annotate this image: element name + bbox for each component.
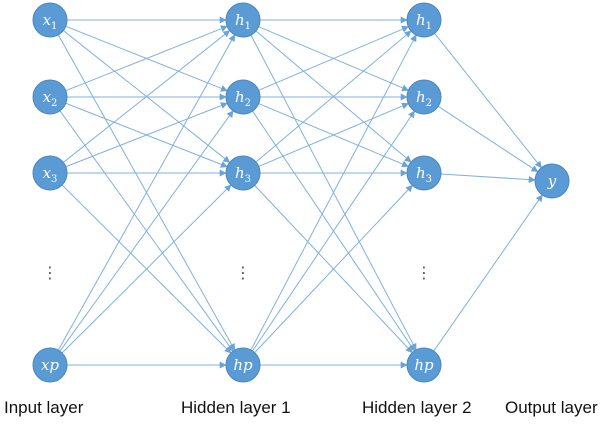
neuron-node: h3 — [225, 155, 261, 191]
neuron-label: h2 — [416, 88, 432, 109]
neuron-label-base: hp — [233, 356, 253, 374]
neuron-node: h3 — [406, 155, 442, 191]
neuron-label-subscript: 3 — [245, 174, 251, 185]
connection-edge — [63, 30, 231, 163]
connection-edge — [258, 102, 409, 167]
neuron-circle — [406, 347, 442, 383]
layer-label-input: Input layer — [4, 398, 84, 417]
neuron-label-base: h — [416, 11, 426, 29]
neuron-label: h3 — [235, 164, 251, 185]
ellipsis-dots: ⋮ — [416, 263, 432, 282]
neuron-node: hp — [406, 347, 442, 383]
neuron-label: h2 — [235, 88, 251, 109]
neuron-circle — [406, 155, 442, 191]
connections — [57, 16, 543, 369]
layer-label-hidden-2: Hidden layer 2 — [362, 398, 472, 417]
connection-edge — [250, 34, 417, 351]
layer-label-hidden-1: Hidden layer 1 — [181, 398, 291, 417]
neuron-node: hp — [225, 347, 261, 383]
neuron-node: y — [534, 163, 570, 199]
neuron-label: x3 — [43, 164, 58, 185]
neuron-label-subscript: 1 — [245, 21, 251, 32]
neuron-label-subscript: 1 — [51, 21, 57, 32]
connection-edge — [440, 173, 536, 184]
neuron-label-base: x — [43, 164, 52, 182]
neuron-label-base: x — [43, 88, 52, 106]
connection-edge — [258, 25, 410, 91]
neuron-label-base: y — [547, 172, 557, 190]
connection-edge — [59, 110, 234, 352]
neuron-node: h1 — [225, 2, 261, 38]
ellipsis-dots: ⋮ — [42, 263, 58, 282]
neuron-label-subscript: 3 — [426, 174, 432, 185]
neuron-circle — [225, 79, 261, 115]
connection-edge — [65, 25, 228, 92]
neuron-circle — [32, 2, 68, 38]
ellipsis-dots: ⋮ — [235, 263, 251, 282]
neuron-node: h1 — [406, 2, 442, 38]
neuron-circle — [225, 347, 261, 383]
neuron-label-subscript: 2 — [245, 98, 251, 109]
neuron-circle — [225, 2, 261, 38]
neuron-label-base: h — [416, 88, 426, 106]
connection-edge — [252, 110, 415, 352]
neuron-label-base: x — [43, 11, 52, 29]
neuron-circle — [32, 347, 68, 383]
layer-label-output: Output layer — [505, 398, 598, 417]
neuron-circle — [406, 2, 442, 38]
neuron-label-base: h — [235, 11, 245, 29]
neuron-circle — [406, 79, 442, 115]
neuron-label-base: h — [235, 164, 245, 182]
neuron-label-subscript: 2 — [426, 98, 432, 109]
connection-edge — [65, 102, 228, 168]
neuron-circle — [32, 79, 68, 115]
connection-edge — [57, 34, 236, 351]
neuron-node: h2 — [225, 79, 261, 115]
neuron-label: h1 — [416, 11, 432, 32]
neuron-node: h2 — [406, 79, 442, 115]
neuron-label-base: hp — [414, 356, 434, 374]
connection-edge — [433, 194, 543, 352]
neuron-node: x2 — [32, 79, 68, 115]
connection-edge — [254, 184, 413, 353]
connection-edge — [437, 105, 539, 173]
neuron-label-subscript: 2 — [51, 98, 57, 109]
neuron-node: xp — [32, 347, 68, 383]
neuron-node: x1 — [32, 2, 68, 38]
neuron-label: hp — [414, 356, 434, 374]
neuron-label: h1 — [235, 11, 251, 32]
neuron-label-base: xp — [41, 356, 59, 374]
neuron-label: x2 — [43, 88, 58, 109]
neuron-label: y — [547, 172, 557, 190]
neuron-label: x1 — [43, 11, 58, 32]
connection-edge — [61, 184, 232, 354]
neuron-label-subscript: 1 — [426, 21, 432, 32]
connection-edge — [255, 30, 412, 163]
neuron-label-base: h — [235, 88, 245, 106]
neuron-circle — [534, 163, 570, 199]
neuron-node: x3 — [32, 155, 68, 191]
connection-edge — [434, 32, 542, 169]
neuron-label: hp — [233, 356, 253, 374]
neuron-circle — [32, 155, 68, 191]
neuron-circle — [225, 155, 261, 191]
neuron-label: xp — [41, 356, 59, 374]
neuron-label-subscript: 3 — [51, 174, 57, 185]
neuron-label: h3 — [416, 164, 432, 185]
neuron-label-base: h — [416, 164, 426, 182]
